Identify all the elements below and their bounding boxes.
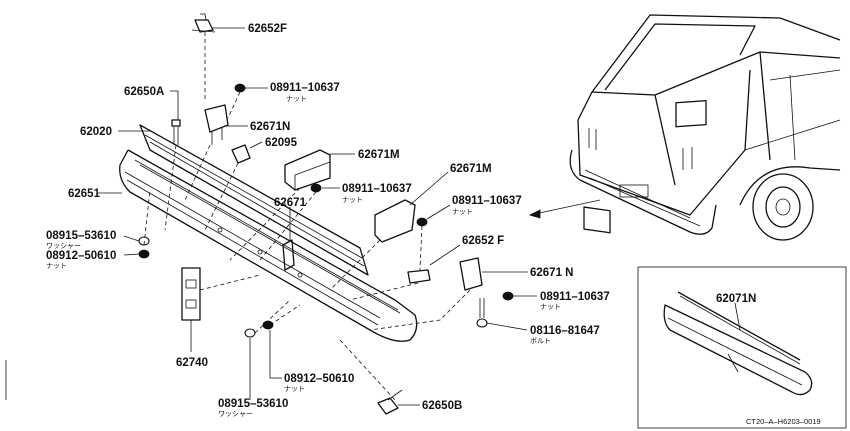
part-sub-08912-a: ナット	[46, 262, 67, 270]
part-label-08912-b: 08912–50610	[284, 373, 354, 385]
part-sub-08912-b: ナット	[284, 385, 305, 393]
part-sub-08911-c: ナット	[452, 208, 473, 216]
part-label-62652F-b: 62652 F	[462, 235, 504, 247]
part-sub-08911-a: ナット	[286, 95, 307, 103]
part-label-62650B: 62650B	[422, 400, 462, 412]
part-label-62095: 62095	[265, 137, 298, 149]
small-parts	[138, 13, 514, 415]
part-sub-08911-b: ナット	[342, 196, 363, 204]
part-label-62650A: 62650A	[124, 86, 164, 98]
part-label-08116: 08116–81647	[530, 325, 600, 337]
part-label-62671: 62671	[274, 197, 307, 209]
part-sub-08911-d: ナット	[540, 303, 561, 311]
part-label-62652F-top: 62652F	[248, 23, 287, 35]
part-label-62020: 62020	[80, 126, 112, 138]
part-label-08911-a: 08911–10637	[270, 82, 340, 94]
part-label-62671N-b: 62671 N	[530, 267, 573, 279]
part-sub-08116: ボルト	[530, 337, 551, 345]
vehicle-rear-view	[528, 14, 841, 241]
part-labels: 62652F 62650A 08911–10637 ナット 62020 6267…	[46, 23, 821, 426]
inset-box	[637, 266, 847, 429]
part-label-08915-a: 08915–53610	[46, 230, 116, 242]
leader-lines	[98, 27, 537, 406]
assembly-lines	[143, 32, 471, 401]
part-label-08915-b: 08915–53610	[218, 398, 288, 410]
drawing-code: CT20–A–H6203–0019	[746, 417, 821, 426]
part-label-62071N: 62071N	[716, 293, 756, 305]
part-label-62671M-b: 62671M	[450, 163, 492, 175]
part-label-08911-d: 08911–10637	[540, 291, 610, 303]
part-label-08911-c: 08911–10637	[452, 195, 522, 207]
part-sub-08915-a: ワッシャー	[46, 242, 81, 250]
part-label-62740: 62740	[176, 357, 208, 369]
part-label-62651: 62651	[68, 188, 101, 200]
part-label-62671M-a: 62671M	[358, 149, 400, 161]
part-sub-08915-b: ワッシャー	[218, 410, 253, 418]
part-label-08911-b: 08911–10637	[342, 183, 412, 195]
part-label-08912-a: 08912–50610	[46, 250, 116, 262]
part-label-62671N-a: 62671N	[250, 121, 290, 133]
